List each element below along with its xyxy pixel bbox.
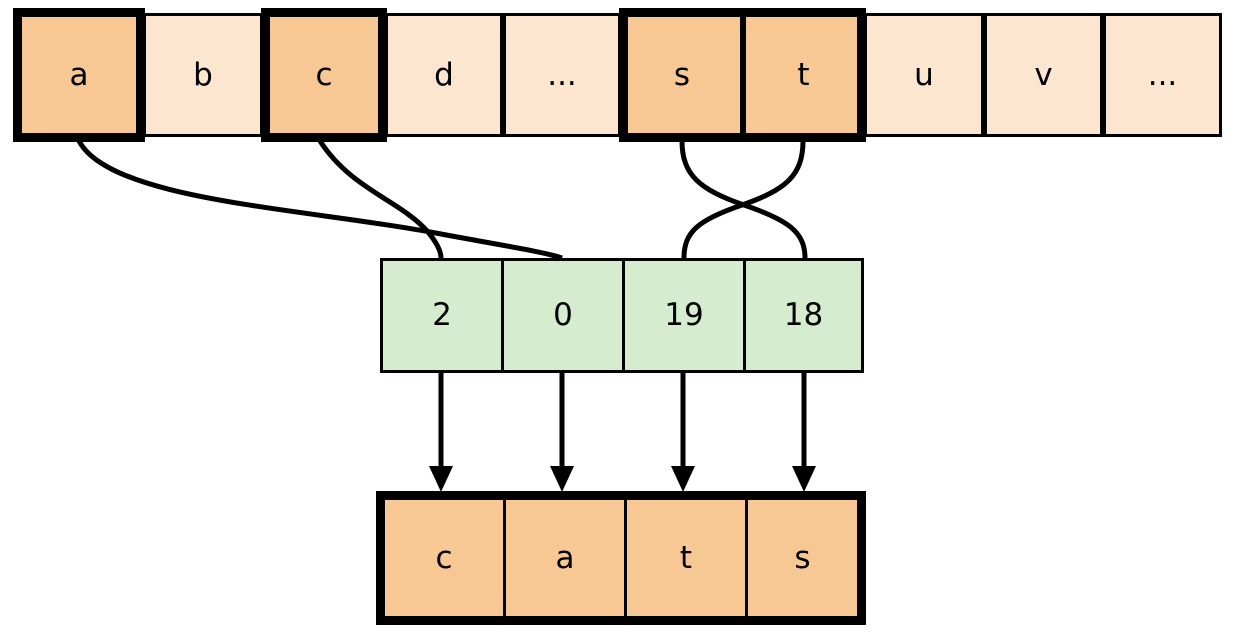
result-cell-label: c <box>435 539 453 576</box>
alphabet-cell-v[interactable]: v <box>984 13 1103 137</box>
result-cell-label: t <box>679 539 693 576</box>
alphabet-strip: a b c d ... s t u v ... <box>0 0 1236 150</box>
result-cell[interactable]: t <box>627 500 748 616</box>
arrow-index-18-to-result-s <box>792 373 816 492</box>
alphabet-cell-d[interactable]: d <box>385 13 503 137</box>
alphabet-cell-t[interactable]: t <box>743 13 864 137</box>
arrow-index-0-to-result-a <box>550 373 574 492</box>
result-cell-label: s <box>794 539 811 576</box>
alphabet-cell-u[interactable]: u <box>864 13 984 137</box>
index-array: 2 0 19 18 <box>380 258 864 373</box>
arrow-index-2-to-result-c <box>429 373 453 492</box>
curve-t-to-index-19 <box>681 140 806 259</box>
result-cell[interactable]: a <box>506 500 627 616</box>
alphabet-cell-a[interactable]: a <box>15 13 143 137</box>
alphabet-cell-label: d <box>434 56 454 93</box>
index-cell[interactable]: 0 <box>501 258 625 373</box>
result-word: c a t s <box>376 491 866 625</box>
index-cell-value: 2 <box>432 297 452 333</box>
alphabet-cell-label: v <box>1034 56 1053 93</box>
alphabet-cell-ellipsis-left[interactable]: ... <box>503 13 621 137</box>
index-cell[interactable]: 2 <box>380 258 504 373</box>
result-cell[interactable]: c <box>385 500 506 616</box>
curve-a-to-index-0 <box>76 139 563 261</box>
alphabet-cell-label: s <box>673 56 691 93</box>
alphabet-cell-label: t <box>797 56 810 93</box>
index-cell-value: 18 <box>783 297 824 333</box>
index-cell[interactable]: 19 <box>622 258 746 373</box>
alphabet-cell-c[interactable]: c <box>263 13 385 137</box>
result-cell[interactable]: s <box>748 500 857 616</box>
alphabet-cell-label: ... <box>547 56 577 93</box>
alphabet-cell-label: u <box>914 56 934 93</box>
curve-s-to-index-18 <box>679 140 808 259</box>
alphabet-cell-label: b <box>193 56 213 93</box>
alphabet-cell-b[interactable]: b <box>143 13 263 137</box>
result-cell-label: a <box>555 539 575 576</box>
curve-c-to-index-2 <box>317 139 444 259</box>
arrow-index-19-to-result-t <box>671 373 695 492</box>
alphabet-cell-label: ... <box>1147 56 1178 93</box>
alphabet-cell-ellipsis-right[interactable]: ... <box>1103 13 1222 137</box>
alphabet-cell-s[interactable]: s <box>621 13 743 137</box>
index-cell[interactable]: 18 <box>743 258 864 373</box>
alphabet-cell-label: c <box>315 56 333 93</box>
index-cell-value: 19 <box>664 297 704 333</box>
alphabet-cell-label: a <box>69 56 89 93</box>
index-cell-value: 0 <box>553 297 573 333</box>
